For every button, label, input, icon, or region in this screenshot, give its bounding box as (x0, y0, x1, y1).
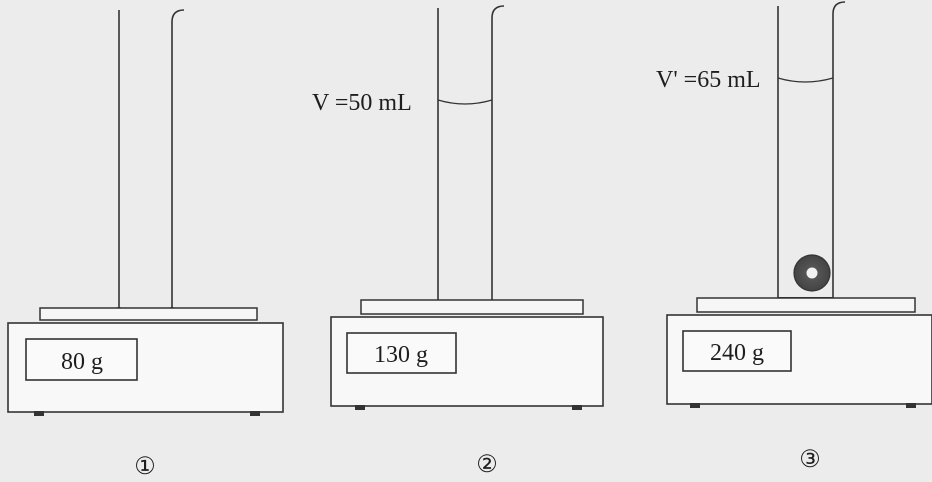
balance-pan (696, 297, 916, 313)
balance-display (25, 338, 138, 381)
setup-3: V' =65 mL 240 g ③ (656, 1, 932, 473)
balance-pan (39, 307, 258, 321)
electronic-balance: 240 g (666, 297, 932, 408)
measuring-cylinder (437, 5, 505, 300)
electronic-balance: 80 g (7, 307, 284, 416)
balance-foot-left (355, 405, 365, 410)
water-meniscus (777, 77, 834, 83)
volume-label: V' =65 mL (656, 67, 761, 93)
balance-display (682, 330, 792, 372)
balance-foot-left (690, 403, 700, 408)
balance-foot-right (906, 403, 916, 408)
metal-ring-hole (805, 266, 819, 280)
step-label: ③ (799, 447, 821, 473)
balance-foot-right (250, 411, 260, 416)
balance-reading: 130 g (374, 342, 428, 368)
electronic-balance: 130 g (330, 299, 604, 410)
measuring-cylinder (777, 1, 846, 299)
setup-2: V =50 mL 130 g ② (312, 5, 604, 478)
balance-pan (360, 299, 584, 315)
balance-foot-right (572, 405, 582, 410)
volume-label: V =50 mL (312, 90, 412, 116)
measuring-cylinder (117, 9, 185, 311)
balance-foot-left (34, 411, 44, 416)
balance-reading: 240 g (710, 340, 764, 366)
step-label: ① (134, 454, 156, 480)
setup-1: 80 g ① (7, 9, 284, 480)
balance-display (346, 332, 457, 374)
step-label: ② (476, 452, 498, 478)
balance-reading: 80 g (61, 349, 103, 375)
water-meniscus (437, 99, 493, 105)
